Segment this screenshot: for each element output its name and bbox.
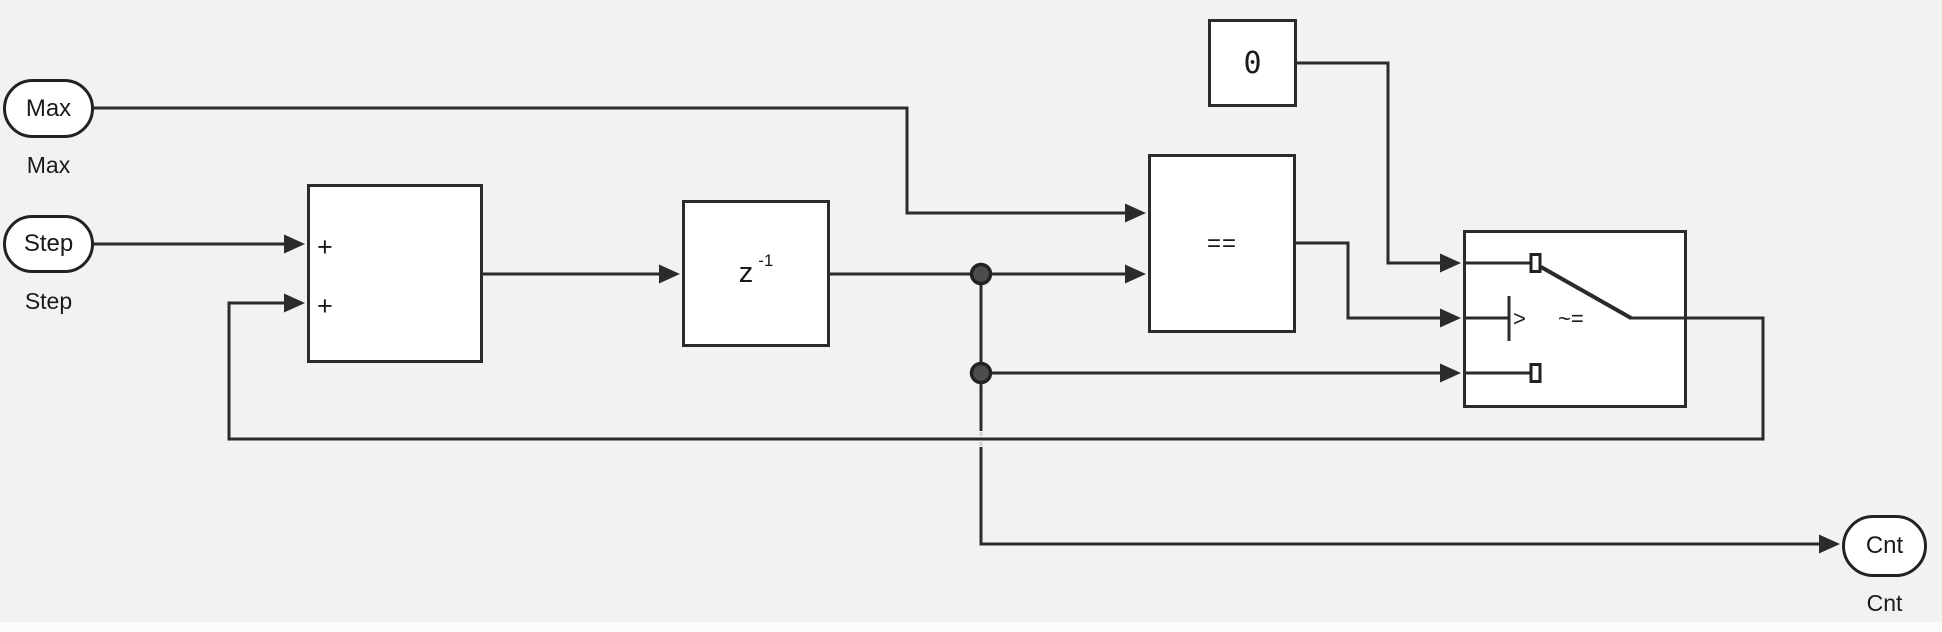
wire-switch-feedback-to-sum[interactable] xyxy=(227,301,1765,441)
canvas-bottom-strip xyxy=(0,622,1942,632)
arrowhead-sum-in2-icon xyxy=(284,293,305,313)
junction-dot-lower[interactable] xyxy=(969,361,993,385)
arrowhead-switch-in3-icon xyxy=(1440,363,1461,383)
switch-contact-top-icon xyxy=(1529,253,1542,273)
junction-dot-upper[interactable] xyxy=(969,262,993,286)
inport-max-text: Max xyxy=(25,94,72,122)
outport-cnt-label[interactable]: Cnt xyxy=(1866,590,1903,616)
constant-value: 0 xyxy=(1243,45,1262,81)
switch-criteria-label: ~= xyxy=(1558,306,1584,331)
constant-block[interactable]: 0 xyxy=(1208,19,1297,107)
switch-threshold-glyph: > xyxy=(1513,306,1526,331)
wire-equality-to-switch[interactable] xyxy=(1296,241,1442,320)
inport-step[interactable]: Step xyxy=(3,215,94,273)
equality-block[interactable]: == xyxy=(1148,154,1296,333)
arrowhead-sum-in1-icon xyxy=(284,234,305,254)
outport-cnt[interactable]: Cnt xyxy=(1842,515,1927,577)
equality-operator: == xyxy=(1206,229,1238,257)
inport-step-label[interactable]: Step xyxy=(24,288,73,314)
sum-block[interactable]: + + xyxy=(307,184,483,363)
sum-plus-sign-top: + xyxy=(317,232,333,262)
arrowhead-equality-in1-icon xyxy=(1125,203,1146,223)
switch-lever-icon xyxy=(1540,265,1632,320)
wire-constant-to-switch[interactable] xyxy=(1297,61,1442,265)
inport-max[interactable]: Max xyxy=(3,79,94,138)
arrowhead-switch-in2-icon xyxy=(1440,308,1461,328)
wire-max-to-equality[interactable] xyxy=(94,106,1127,215)
inport-max-label[interactable]: Max xyxy=(26,152,71,178)
sum-plus-sign-bottom: + xyxy=(317,291,333,321)
wire-to-cnt-lower[interactable] xyxy=(979,447,1821,546)
arrowhead-cnt-icon xyxy=(1819,534,1840,554)
arrowhead-equality-in2-icon xyxy=(1125,264,1146,284)
unit-delay-block[interactable]: z -1 xyxy=(682,200,830,347)
switch-contact-bottom-icon xyxy=(1529,363,1542,383)
arrowhead-delay-in-icon xyxy=(659,264,680,284)
unit-delay-exponent: -1 xyxy=(758,250,774,270)
arrowhead-switch-in1-icon xyxy=(1440,253,1461,273)
unit-delay-base: z xyxy=(738,257,754,289)
inport-step-text: Step xyxy=(23,230,74,257)
outport-cnt-text: Cnt xyxy=(1865,532,1904,559)
